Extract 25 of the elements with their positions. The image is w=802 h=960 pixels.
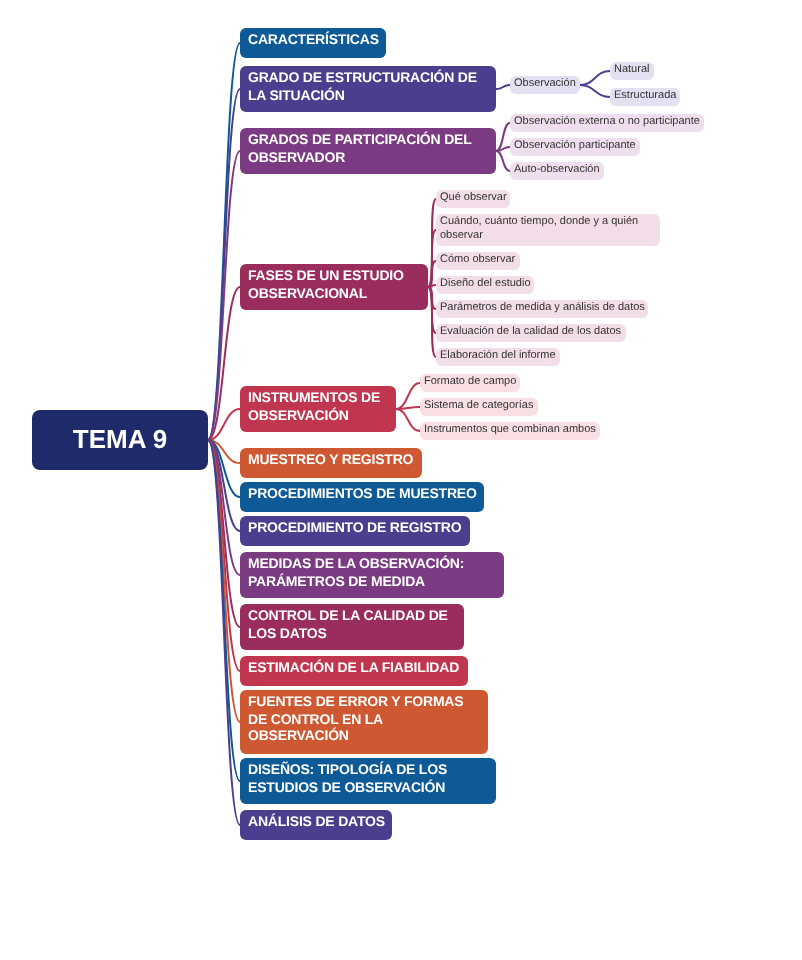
branch-line — [207, 439, 241, 498]
branch-line — [207, 439, 241, 464]
branch-line — [427, 260, 437, 288]
branch-line — [427, 286, 437, 310]
branch-line — [427, 198, 437, 288]
branch-line — [427, 229, 437, 288]
branch-line — [495, 150, 511, 172]
root-topic-box: TEMA 9 — [32, 410, 208, 469]
branch-line — [207, 439, 241, 576]
branch-line — [395, 406, 421, 410]
branch-line — [207, 439, 241, 672]
branch-line — [427, 286, 437, 334]
branch-line — [495, 84, 511, 90]
branch-line — [207, 150, 241, 441]
branch-line — [395, 408, 421, 432]
branch-line — [427, 286, 437, 358]
branch-line — [207, 439, 241, 723]
branch-line — [207, 286, 241, 441]
branch-line — [207, 439, 241, 628]
branch-line — [495, 122, 511, 152]
branch-line — [207, 408, 241, 441]
branch-line — [579, 84, 611, 98]
branch-line — [579, 70, 611, 86]
branch-line — [207, 439, 241, 532]
branch-line — [395, 382, 421, 410]
